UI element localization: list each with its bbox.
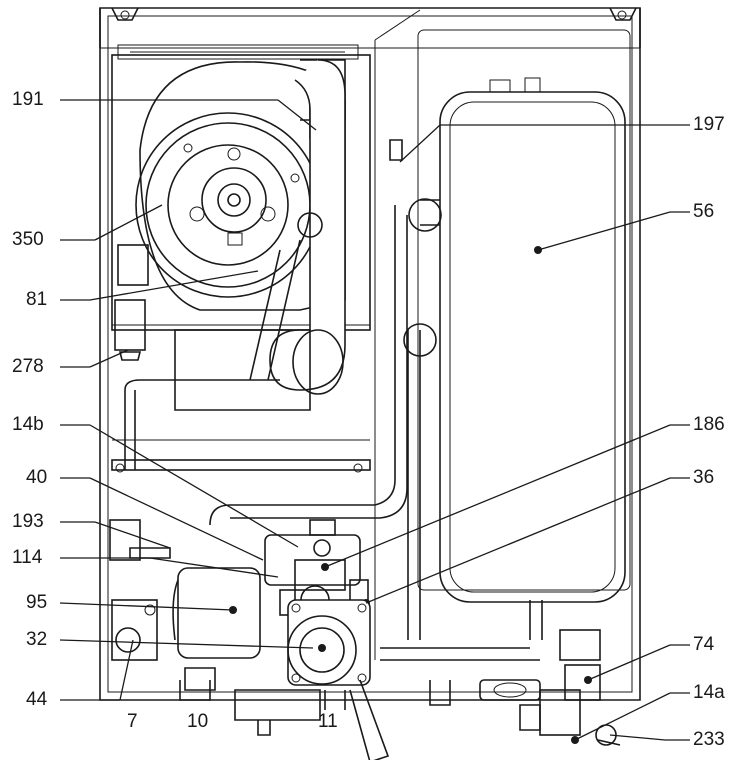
left-components [109,244,171,661]
safety-valve-assembly [519,629,621,746]
leader-lines [59,99,690,741]
callout-10: 10 [187,711,209,732]
callout-36: 36 [693,467,715,488]
callout-350: 350 [12,229,44,250]
callout-191: 191 [12,89,44,110]
callout-14b: 14b [12,414,44,435]
callout-278: 278 [12,356,44,377]
callout-193: 193 [12,511,44,532]
callout-44: 44 [26,689,48,710]
bottom-fittings [179,679,541,736]
callout-11: 11 [318,711,338,732]
callout-40: 40 [26,467,48,488]
callout-114: 114 [12,547,43,568]
callout-186: 186 [693,414,725,435]
lower-frame [111,439,371,473]
callout-233: 233 [693,729,725,750]
callout-197: 197 [693,114,725,135]
boiler-casing [99,7,641,701]
flue-pipes [124,59,346,470]
callout-74: 74 [693,634,715,655]
callout-95: 95 [26,592,48,613]
callout-7: 7 [127,711,138,732]
callout-14a: 14a [693,682,725,703]
callout-56: 56 [693,201,715,222]
callout-81: 81 [26,289,48,310]
fan-assembly [135,59,346,311]
circulation-pump [287,599,390,764]
gas-valve [264,519,370,616]
callout-32: 32 [26,629,48,650]
condensate-trap [172,567,261,691]
water-pipes [209,139,543,661]
